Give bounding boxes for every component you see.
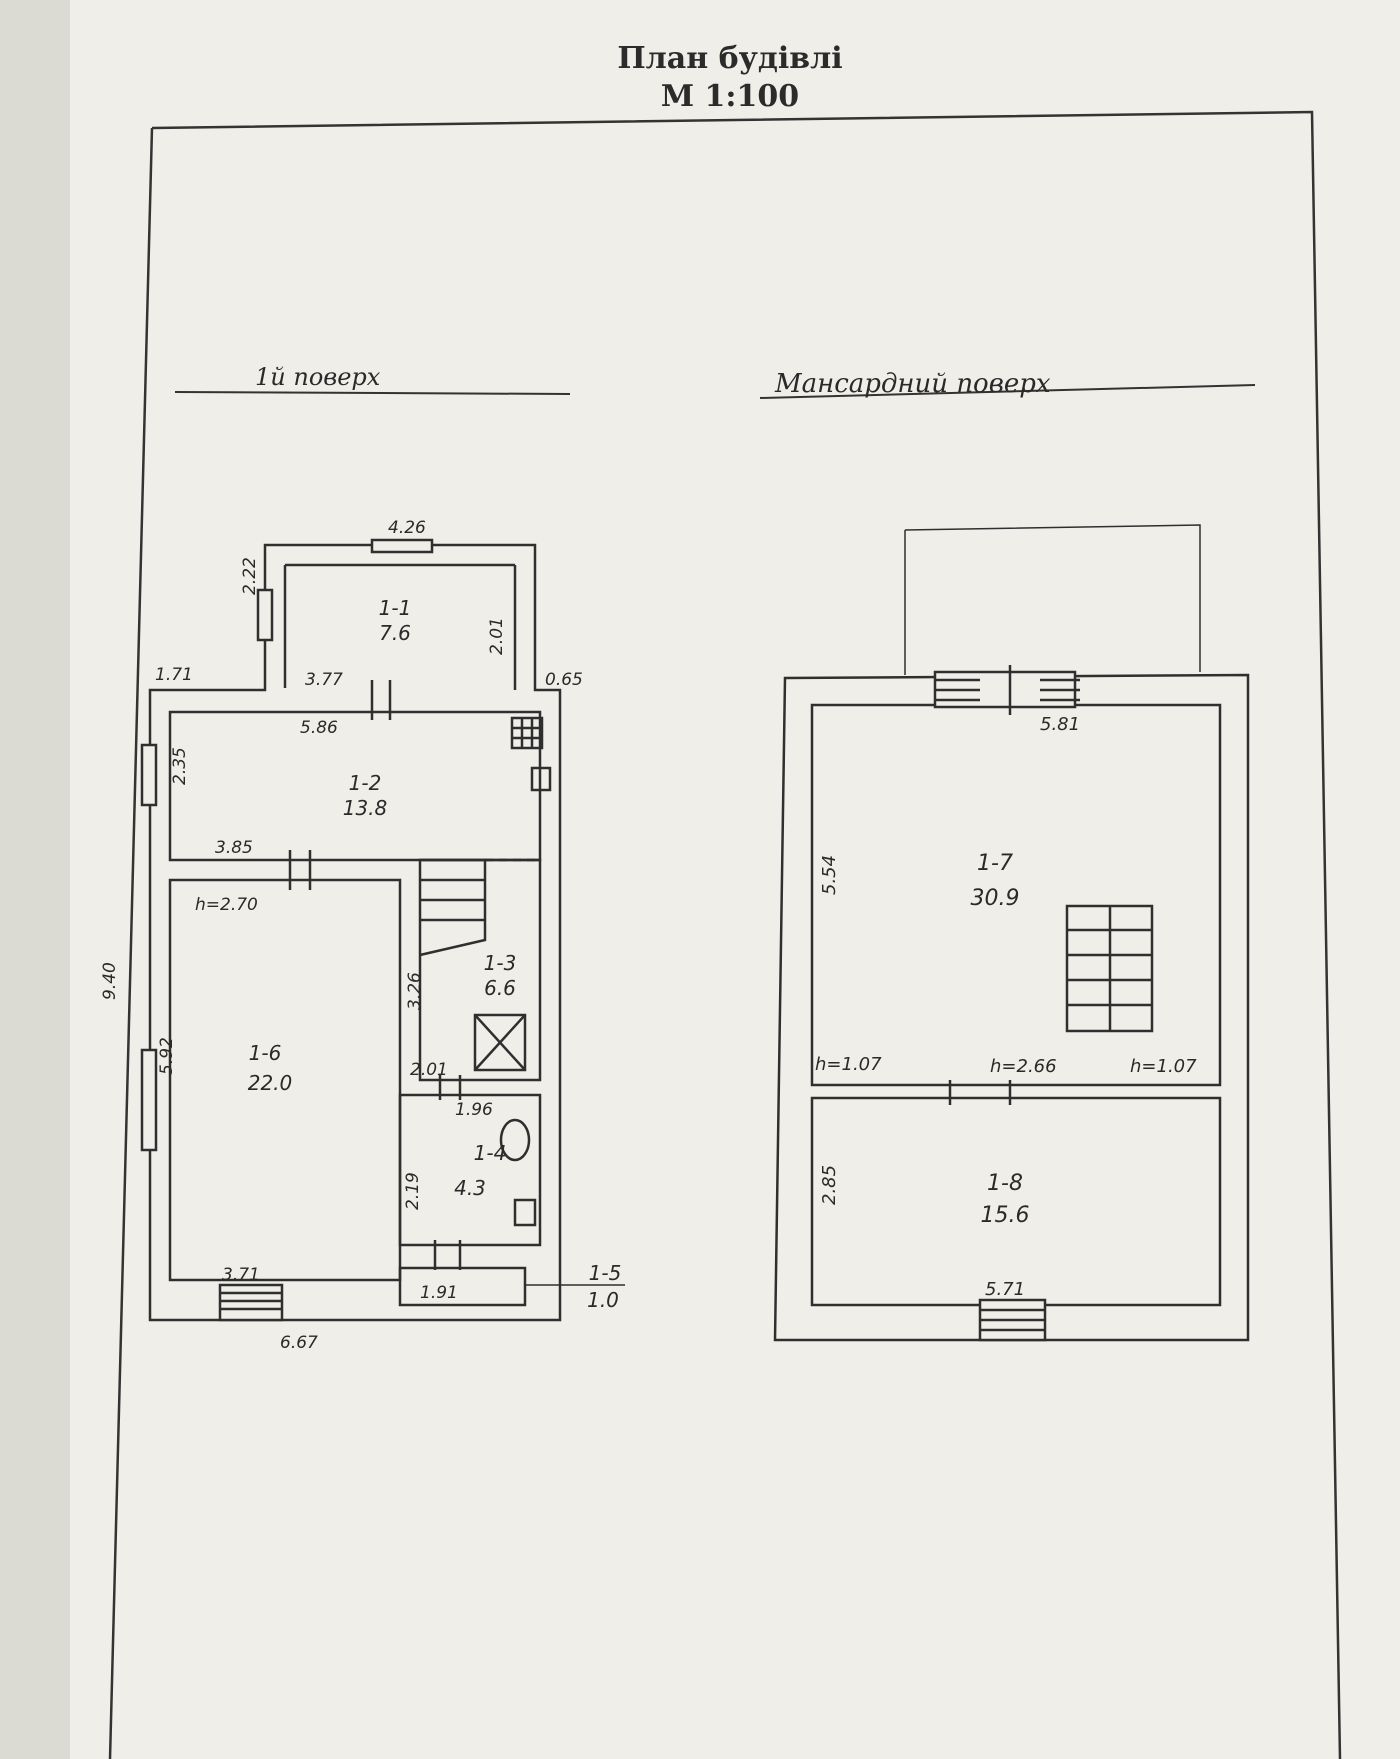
dim-2-22: 2.22 [240,557,260,595]
attic-heading: Мансардний поверх [774,369,1051,399]
dim-5-54: 5.54 [819,855,840,895]
dim-3-26: 3.26 [405,972,425,1010]
room-1-7-area: 30.9 [971,886,1020,911]
dim-3-71: 3.71 [222,1265,260,1285]
attic-floor-plan [773,524,1250,1342]
dim-9-40: 9.40 [100,962,120,1000]
room-1-1-id: 1-1 [379,596,412,620]
room-1-8-area: 15.6 [981,1203,1030,1228]
floor1-underline [174,391,571,395]
dim-2-35: 2.35 [170,747,190,785]
room-1-6-area: 22.0 [248,1071,293,1095]
dim-2-19: 2.19 [403,1172,423,1210]
room-1-6-id: 1-6 [249,1041,282,1065]
title-text: План будівлі [617,41,843,76]
dim-1-96: 1.96 [455,1100,493,1120]
dim-0-65: 0.65 [545,670,583,690]
dim-4-26: 4.26 [388,518,426,538]
dim-1-91: 1.91 [420,1283,458,1303]
dim-3-85: 3.85 [215,838,253,858]
scale-text: М 1:100 [660,79,800,114]
dim-2-85: 2.85 [819,1165,840,1205]
attic-dimensions: 5.81 5.54 h=1.07 h=2.66 h=1.07 2.85 5.71 [815,714,1197,1300]
attic-room-labels: 1-7 30.9 1-8 15.6 [971,851,1030,1228]
room-1-5-id: 1-5 [589,1261,622,1285]
first-floor-room-labels: 1-1 7.6 1-2 13.8 1-3 6.6 1-4 4.3 1-5 1.0… [248,596,622,1312]
dim-5-81: 5.81 [1040,714,1080,735]
dim-5-92: 5.92 [157,1037,177,1075]
dim-h-1-07-right: h=1.07 [1130,1056,1197,1077]
room-1-2-id: 1-2 [349,771,382,795]
room-1-4-area: 4.3 [454,1176,486,1200]
room-1-2-area: 13.8 [343,796,388,820]
dim-2-01-h: 2.01 [410,1060,448,1080]
room-1-1-area: 7.6 [379,621,411,645]
room-1-5-area: 1.0 [587,1288,619,1312]
attic-underline [759,384,1256,399]
dim-h-2-70: h=2.70 [195,895,258,915]
dim-1-71: 1.71 [155,665,193,685]
room-1-8-id: 1-8 [987,1171,1023,1196]
dim-5-86: 5.86 [300,718,338,738]
dim-5-71: 5.71 [985,1279,1025,1300]
dim-h-1-07-left: h=1.07 [815,1054,882,1075]
floor1-heading: 1й поверх [255,363,381,391]
dim-3-77: 3.77 [305,670,343,690]
plan-title: План будівлі М 1:100 [560,40,900,116]
drawing-frame [108,110,1342,1759]
dim-6-67: 6.67 [280,1333,318,1353]
room-1-4-id: 1-4 [474,1141,507,1165]
first-floor-dimensions: 4.26 2.22 2.01 1.71 3.77 0.65 5.86 2.35 … [100,518,583,1353]
room-1-3-id: 1-3 [484,951,517,975]
first-floor-plan [140,538,625,1322]
dim-2-01-v: 2.01 [487,617,507,655]
room-1-3-area: 6.6 [484,976,516,1000]
room-1-7-id: 1-7 [977,851,1013,876]
dim-h-2-66: h=2.66 [990,1056,1057,1077]
